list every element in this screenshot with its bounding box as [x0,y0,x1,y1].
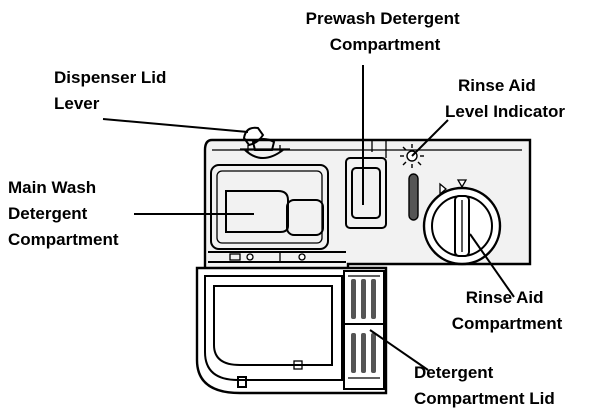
label-lid-lever-line1: Dispenser Lid [54,68,166,87]
lid-recess [213,285,333,366]
detergent-compartment-lid [195,266,388,395]
label-main-wash: Main Wash Detergent Compartment [8,178,119,249]
prewash-outer [345,157,387,229]
lid-rib-panel [343,270,385,390]
main-wash-compartment [210,164,329,250]
lid-ribs-upper [348,275,380,319]
leader-lines [102,65,515,371]
label-rinse-compartment-line2: Compartment [452,314,563,333]
dial-mark-top [456,179,468,189]
leader-rinse-indicator [411,119,449,157]
hinge-pin-1 [229,253,241,261]
label-main-wash-line2: Detergent [8,204,88,223]
hinge-pin-3 [298,253,306,261]
label-prewash: Prewash Detergent Compartment [306,9,465,54]
label-main-wash-line3: Compartment [8,230,119,249]
label-detergent-lid: Detergent Compartment Lid [414,363,555,408]
label-rinse-indicator: Rinse Aid Level Indicator [445,76,565,121]
hinge-pin-2 [246,253,254,261]
main-wash-outer [210,164,329,250]
label-main-wash-line1: Main Wash [8,178,96,197]
indicator-window [408,173,419,221]
lever-arc [244,149,284,159]
label-rinse-indicator-line2: Level Indicator [445,102,565,121]
lid-hinge [208,251,346,263]
leader-detergent-lid [369,329,429,371]
rinse-aid-dial [422,179,502,266]
label-lid-lever: Dispenser Lid Lever [54,68,171,113]
prewash-inner [351,167,381,219]
label-rinse-indicator-line1: Rinse Aid [458,76,536,95]
main-wash-side-cup [286,199,324,236]
leader-rinse-compartment [469,233,515,298]
lid-outer [195,266,388,395]
label-prewash-line2: Compartment [330,35,441,54]
label-prewash-line1: Prewash Detergent [306,9,460,28]
label-rinse-compartment: Rinse Aid Compartment [452,288,563,333]
lid-latch-center [293,360,303,370]
dial-mark-left [439,182,448,196]
prewash-compartment [345,157,387,229]
lid-latch-left [237,376,247,388]
label-rinse-compartment-line1: Rinse Aid [466,288,544,307]
label-lid-lever-line2: Lever [54,94,100,113]
leader-lid-lever [102,118,249,133]
label-detergent-lid-line2: Compartment Lid [414,389,555,408]
lid-ribs-lower [348,333,380,379]
label-detergent-lid-line1: Detergent [414,363,494,382]
lid-inner-tray [204,275,343,381]
